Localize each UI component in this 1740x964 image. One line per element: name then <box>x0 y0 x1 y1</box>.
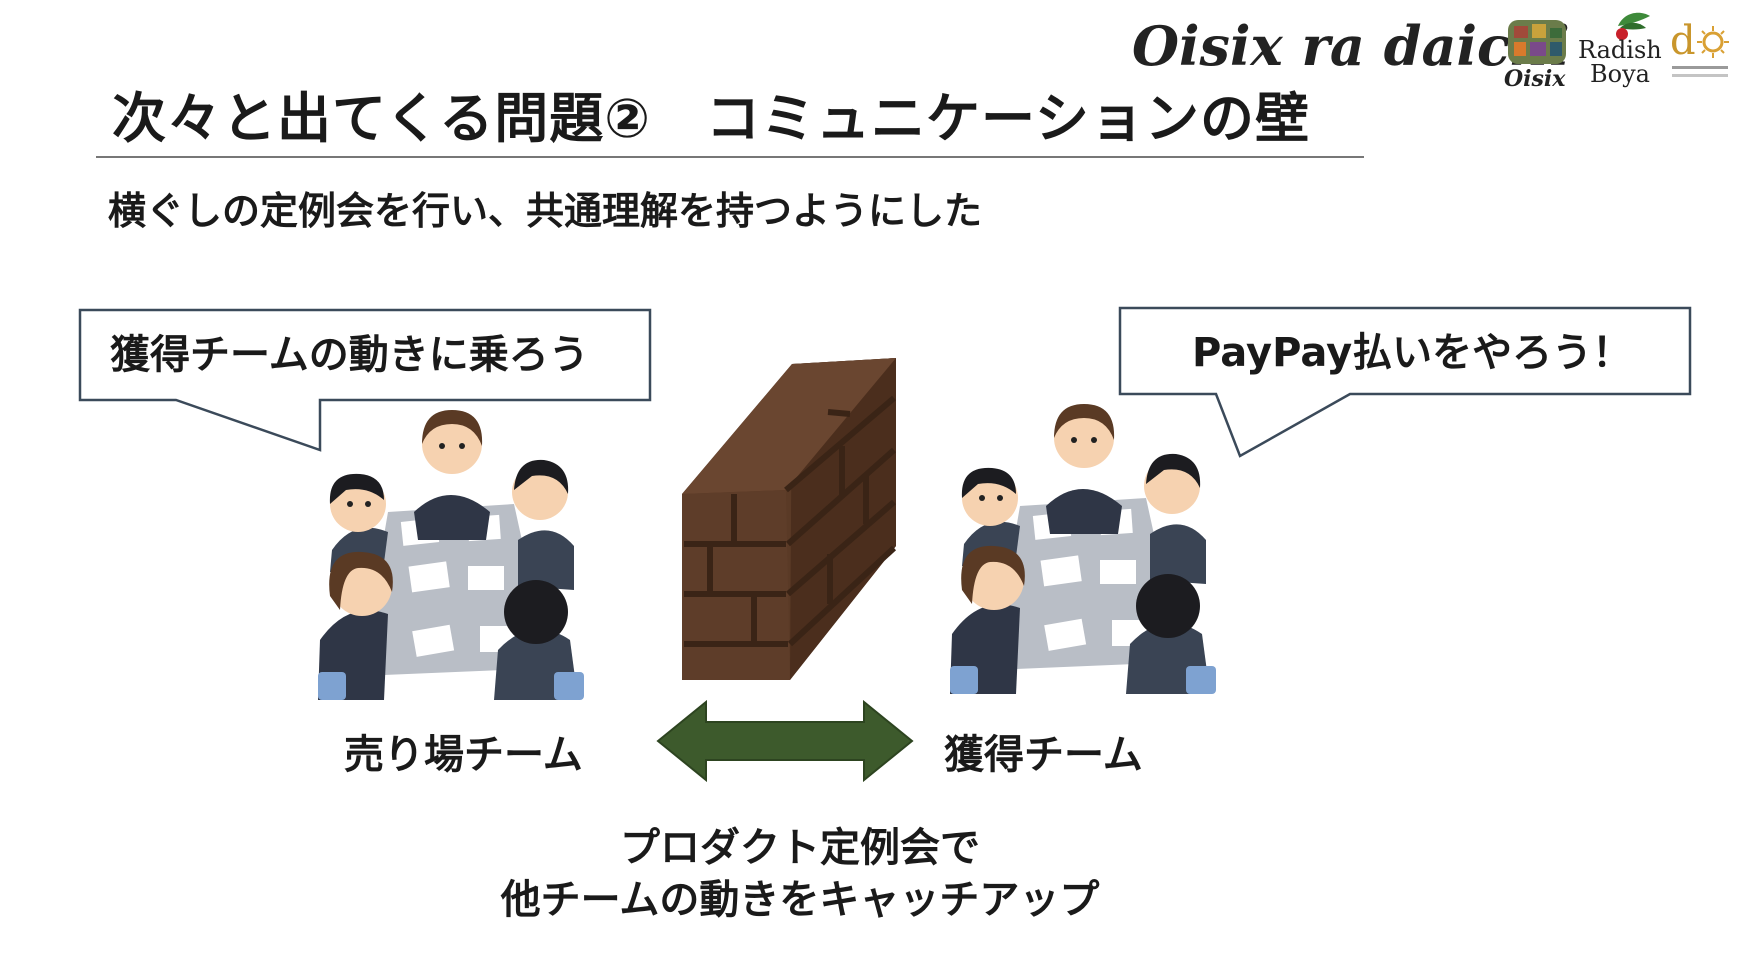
left-speech-bubble <box>78 308 652 452</box>
brand-logo-text: Oisix ra daichi <box>1132 14 1570 78</box>
meeting-illustration-left <box>318 410 584 700</box>
brick-wall-illustration <box>682 358 897 680</box>
meeting-illustration <box>950 404 1216 694</box>
leaf-logo-icon <box>1618 12 1650 26</box>
brand-logos: Oisix Radish Boya d <box>1504 12 1729 92</box>
slide-title: 次々と出てくる問題② コミュニケーションの壁 <box>112 87 1310 150</box>
oisix-logo-text: Oisix <box>1504 66 1566 92</box>
left-bubble-text: 獲得チームの動きに乗ろう <box>110 332 589 378</box>
radish-logo-text: Radish <box>1578 36 1662 64</box>
acquisition-team-label: 獲得チーム <box>944 732 1143 778</box>
right-speech-bubble <box>1118 306 1692 458</box>
oisix-logo: Oisix <box>1504 20 1566 92</box>
sales-floor-team-label: 売り場チーム <box>344 732 583 778</box>
radish-boya-logo: Radish Boya <box>1578 12 1662 88</box>
svg-text:d: d <box>1670 18 1696 64</box>
double-arrow-icon <box>656 700 914 782</box>
caption-line-1: プロダクト定例会で <box>620 825 980 871</box>
slide-subtitle: 横ぐしの定例会を行い、共通理解を持つようにした <box>108 189 983 233</box>
meeting-illustration <box>318 410 584 700</box>
sun-logo-icon <box>1697 26 1729 58</box>
title-divider <box>96 156 1364 158</box>
right-bubble-text: PayPay払いをやろう！ <box>1192 330 1633 376</box>
meeting-illustration-right <box>950 404 1216 694</box>
daichi-logo: d <box>1670 18 1729 77</box>
caption-line-2: 他チームの動きをキャッチアップ <box>500 877 1100 923</box>
boya-logo-text: Boya <box>1590 60 1650 88</box>
